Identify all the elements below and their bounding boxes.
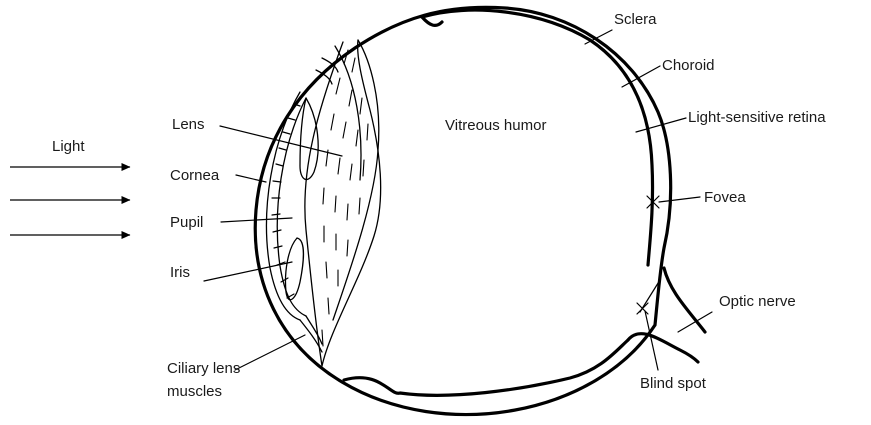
lens-leader: [220, 126, 342, 156]
labels: Light Lens Cornea Pupil Iris Ciliary len…: [52, 11, 826, 400]
label-choroid: Choroid: [662, 57, 715, 74]
label-cornea: Cornea: [170, 167, 220, 184]
label-iris: Iris: [170, 264, 190, 281]
optic-nerve-upper: [664, 268, 705, 332]
iris-upper: [300, 98, 318, 180]
lens-inner-curve: [335, 46, 361, 180]
lens: [305, 40, 381, 366]
label-pupil: Pupil: [170, 214, 203, 231]
lens-back-curve: [333, 40, 379, 320]
top-bump: [422, 17, 442, 25]
lens-fibers: [322, 50, 368, 346]
ciliary-leader: [235, 335, 305, 370]
label-light: Light: [52, 138, 85, 155]
cornea-outer: [267, 92, 300, 320]
iris-leader: [204, 262, 292, 281]
iris-lower: [285, 238, 303, 300]
choroid-inner: [422, 10, 653, 265]
label-ciliary-line1: Ciliary lens: [167, 360, 240, 377]
fovea-leader: [659, 197, 700, 202]
cornea: [267, 92, 306, 320]
label-ciliary-line2: muscles: [167, 383, 222, 400]
label-sclera: Sclera: [614, 11, 657, 28]
label-vitreous-humor: Vitreous humor: [445, 117, 546, 134]
optic-nerve-leader: [678, 312, 712, 332]
label-lens: Lens: [172, 116, 205, 133]
sclera-outer: [255, 7, 670, 414]
label-retina: Light-sensitive retina: [688, 109, 826, 126]
label-fovea: Fovea: [704, 189, 746, 206]
label-blind-spot: Blind spot: [640, 375, 707, 392]
light-rays: [10, 167, 130, 235]
label-optic-nerve: Optic nerve: [719, 293, 796, 310]
